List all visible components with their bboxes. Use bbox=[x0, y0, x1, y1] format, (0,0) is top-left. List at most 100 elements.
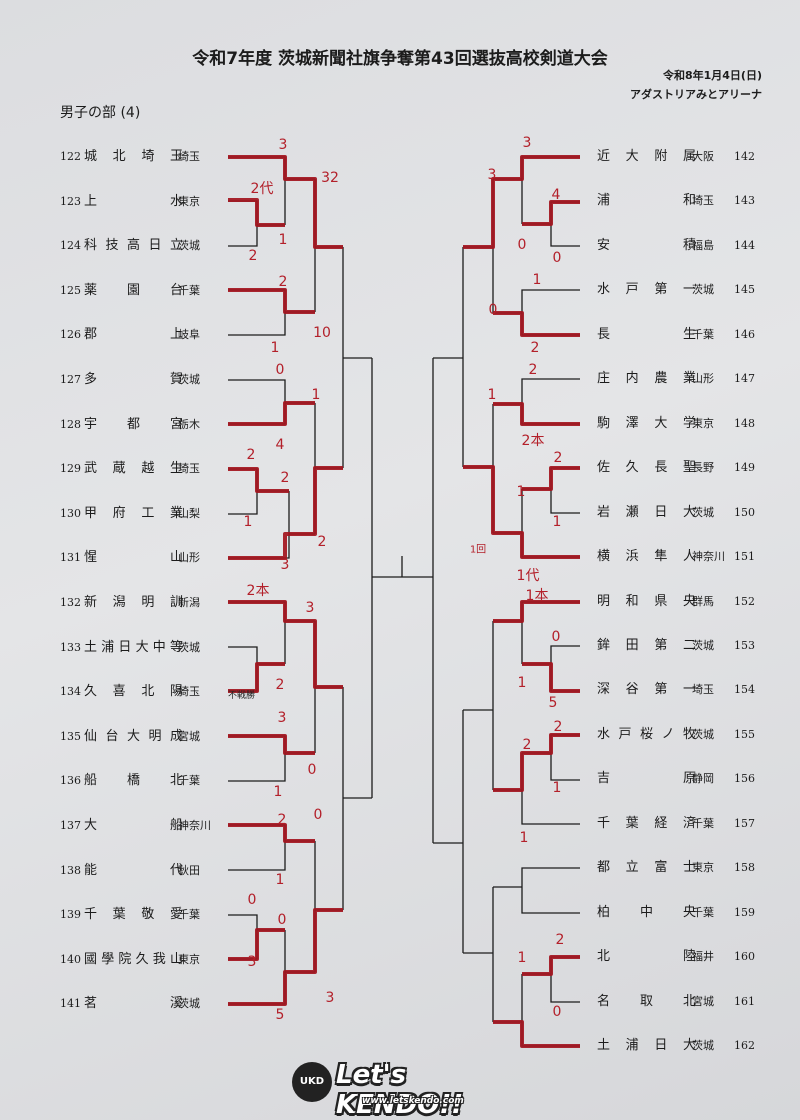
team-number: 125 bbox=[60, 283, 81, 297]
team-number: 138 bbox=[60, 863, 81, 877]
handwritten-score: 2代 bbox=[250, 181, 274, 197]
handwritten-score: 0 bbox=[551, 629, 561, 645]
team-number: 147 bbox=[734, 372, 755, 386]
team-prefecture: 宮城 bbox=[692, 994, 714, 1008]
team-number: 136 bbox=[60, 774, 81, 788]
team-name: 千葉経済 bbox=[597, 815, 697, 831]
team-name: 岩瀬日大 bbox=[597, 504, 697, 520]
winner-path-131 bbox=[228, 466, 343, 560]
team-prefecture: 茨城 bbox=[692, 1039, 714, 1052]
team-number: 128 bbox=[60, 417, 81, 431]
handwritten-score: 1 bbox=[532, 272, 542, 288]
team-prefecture: 栃木 bbox=[178, 417, 200, 431]
winner-path-160 bbox=[522, 955, 580, 976]
team-number: 157 bbox=[734, 816, 755, 830]
winner-path-143 bbox=[522, 200, 580, 226]
handwritten-score: 5 bbox=[548, 695, 558, 711]
team-name: 深谷第一 bbox=[597, 682, 697, 698]
team-name: 甲府工業 bbox=[84, 505, 184, 521]
team-prefecture: 千葉 bbox=[178, 283, 200, 297]
handwritten-score: 4 bbox=[551, 187, 561, 203]
handwritten-score: 10 bbox=[313, 325, 331, 341]
team-name: 科技高日立 bbox=[84, 238, 184, 254]
team-name: 久喜北陽 bbox=[84, 684, 184, 700]
handwritten-score: 2 bbox=[522, 737, 532, 753]
team-name: 武蔵越生 bbox=[84, 461, 184, 477]
team-prefecture: 秋田 bbox=[178, 863, 200, 877]
handwritten-score: 1 bbox=[311, 387, 321, 403]
team-number: 158 bbox=[734, 861, 755, 875]
team-prefecture: 埼玉 bbox=[178, 685, 200, 699]
handwritten-score: 5 bbox=[275, 1007, 285, 1023]
handwritten-score: 2 bbox=[275, 677, 285, 693]
team-name: 仙台大明成 bbox=[84, 728, 184, 744]
handwritten-score: 3 bbox=[522, 135, 532, 151]
team-name: 新潟明訓 bbox=[84, 595, 184, 610]
team-number: 151 bbox=[734, 550, 755, 564]
handwritten-score: 1代 bbox=[516, 568, 540, 584]
team-name: 水戸桜ノ牧 bbox=[597, 726, 697, 742]
winner-path-155 bbox=[493, 733, 580, 792]
handwritten-score: 3 bbox=[247, 954, 257, 970]
team-name: 能代 bbox=[84, 862, 184, 878]
team-name: 宇都宮 bbox=[84, 416, 184, 432]
handwritten-score: 2 bbox=[278, 274, 288, 290]
team-number: 156 bbox=[734, 772, 755, 786]
team-name: 鉾田第二 bbox=[597, 637, 697, 653]
winner-path-146 bbox=[493, 311, 580, 337]
handwritten-score: 0 bbox=[247, 892, 257, 908]
winner-path-137 bbox=[228, 823, 315, 843]
logo-wordmark: Let's KENDO!! bbox=[336, 1060, 464, 1120]
team-name: 駒澤大学 bbox=[597, 415, 697, 431]
team-name: 北陸 bbox=[597, 949, 697, 965]
team-number: 133 bbox=[60, 640, 81, 654]
team-number: 137 bbox=[60, 819, 81, 832]
handwritten-score: 1 bbox=[275, 872, 285, 888]
handwritten-score: 2本 bbox=[246, 583, 270, 599]
handwritten-score: 1 bbox=[552, 780, 562, 796]
forfeit-note: 不戦勝 bbox=[228, 691, 256, 701]
team-prefecture: 埼玉 bbox=[178, 462, 200, 476]
team-number: 152 bbox=[734, 594, 755, 608]
team-prefecture: 埼玉 bbox=[692, 194, 714, 208]
team-name: 船橋北 bbox=[84, 773, 184, 789]
handwritten-score: 3 bbox=[305, 600, 315, 616]
winner-paths bbox=[228, 155, 580, 1048]
team-prefecture: 茨城 bbox=[692, 283, 714, 297]
handwritten-score: 1 bbox=[516, 484, 526, 500]
team-number: 135 bbox=[60, 729, 81, 743]
team-number: 162 bbox=[734, 1039, 755, 1052]
winner-path-148 bbox=[493, 402, 580, 426]
handwritten-score: 0 bbox=[552, 250, 562, 266]
team-number: 150 bbox=[734, 505, 755, 519]
team-name: 都立富士 bbox=[597, 860, 697, 876]
team-name: 長生 bbox=[597, 326, 697, 342]
handwritten-score: 1 bbox=[273, 784, 283, 800]
document-title: 令和7年度 茨城新聞社旗争奪第43回選抜高校剣道大会 bbox=[192, 49, 608, 69]
team-number: 153 bbox=[734, 638, 755, 652]
handwritten-score: 1 bbox=[552, 514, 562, 530]
team-prefecture: 長野 bbox=[692, 461, 714, 475]
team-prefecture: 千葉 bbox=[178, 908, 200, 922]
team-prefecture: 群馬 bbox=[692, 594, 714, 608]
handwritten-score: 0 bbox=[313, 807, 323, 823]
team-prefecture: 千葉 bbox=[178, 774, 200, 788]
handwritten-score: 2 bbox=[555, 932, 565, 948]
handwritten-score: 3 bbox=[325, 990, 335, 1006]
team-prefecture: 山形 bbox=[178, 551, 200, 565]
handwritten-score: 2本 bbox=[521, 433, 545, 449]
